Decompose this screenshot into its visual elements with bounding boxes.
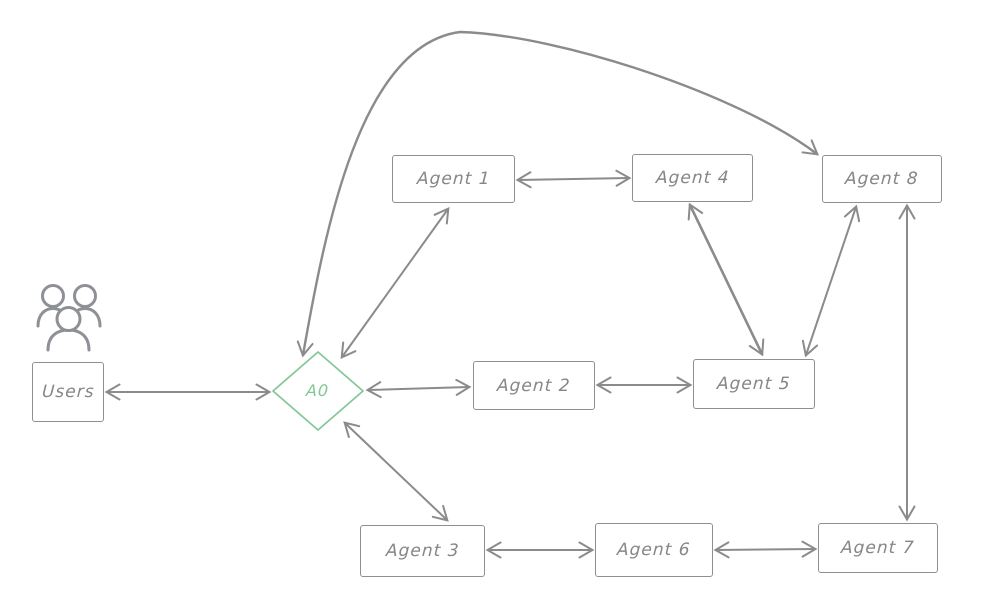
node-agent7-label: Agent 7 (840, 538, 916, 558)
node-a0-label: A0 (305, 381, 330, 400)
node-agent2[interactable]: Agent 2 (473, 361, 595, 410)
edge-a0-agent3[interactable] (343, 421, 449, 522)
edge-a0-agent8[interactable] (296, 30, 819, 358)
node-agent4-label: Agent 4 (655, 168, 730, 188)
node-a0-shape[interactable] (272, 351, 364, 431)
edge-agent6-agent7[interactable] (713, 540, 818, 559)
node-users[interactable]: Users (32, 362, 104, 422)
node-agent6[interactable]: Agent 6 (595, 523, 713, 577)
node-agent5-label: Agent 5 (716, 374, 792, 394)
edge-a0-agent2[interactable] (365, 378, 472, 399)
node-users-label: Users (41, 382, 95, 402)
users-group-icon (36, 284, 102, 352)
node-agent3-label: Agent 3 (385, 541, 460, 561)
node-agent7[interactable]: Agent 7 (818, 523, 938, 573)
edge-agent5-agent8[interactable] (801, 204, 861, 358)
edge-agent4-agent5[interactable] (687, 202, 765, 357)
edge-a0-agent1[interactable] (340, 206, 450, 360)
node-agent8-label: Agent 8 (844, 169, 920, 189)
node-agent6-label: Agent 6 (616, 540, 692, 560)
node-agent5[interactable]: Agent 5 (693, 359, 815, 409)
edge-agent1-agent4[interactable] (515, 169, 632, 189)
node-agent4[interactable]: Agent 4 (632, 154, 753, 202)
node-agent1-label: Agent 1 (416, 169, 491, 189)
node-agent1[interactable]: Agent 1 (392, 155, 515, 203)
node-agent3[interactable]: Agent 3 (360, 525, 485, 577)
node-agent2-label: Agent 2 (496, 375, 572, 396)
node-agent8[interactable]: Agent 8 (822, 155, 942, 203)
